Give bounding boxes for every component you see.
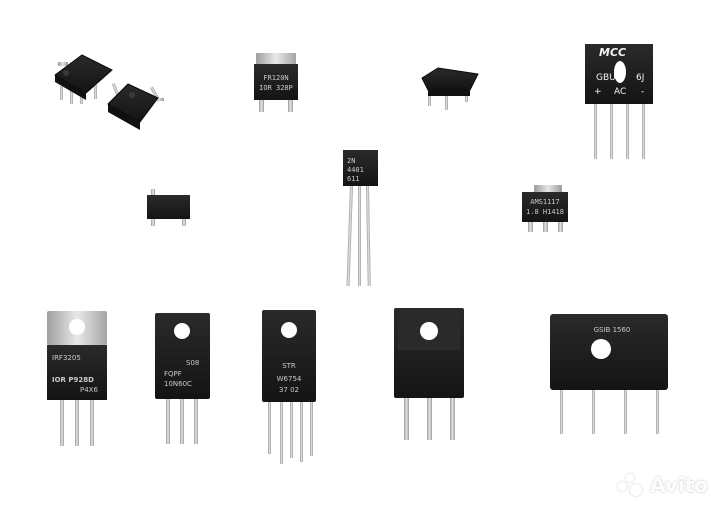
dpak-line1: FR120N (263, 74, 288, 82)
to220f-line3: 10N60C (164, 380, 192, 388)
to220-line3: P4X6 (80, 386, 98, 394)
to247-transistor (394, 308, 464, 440)
sot23-transistor (147, 189, 190, 226)
to220f-line1: S08 (186, 359, 199, 367)
gsib-marking: GSIB 1560 (594, 326, 631, 334)
to220f-line2: FQPF (164, 370, 182, 378)
str-line1: STR (282, 362, 296, 370)
gbu-plus: + (594, 87, 602, 97)
to92-line3: 611 (347, 175, 360, 183)
avito-watermark: Avito (618, 473, 708, 497)
dip8-chip-back (54, 54, 113, 104)
str-w6754-regulator: STR W6754 37 02 (262, 310, 316, 464)
avito-logo-icon (618, 474, 644, 496)
gbu-minus: - (641, 87, 644, 97)
to220-part-number: IRF3205 (52, 354, 81, 362)
dpak-mosfet: FR120N IOR 328P (254, 53, 298, 112)
sot223-line2: 1.8 H1418 (526, 208, 564, 216)
mini-bridge-chip (421, 67, 479, 110)
gbu-type: GBU (596, 73, 616, 83)
sot223-line1: AMS1117 (530, 198, 560, 206)
avito-watermark-text: Avito (650, 473, 708, 497)
to92-line2: 4401 (347, 166, 364, 174)
to92-transistor: 2N 4401 611 (343, 150, 378, 287)
to220-mosfet: IRF3205 IOR P928D P4X6 (47, 311, 107, 446)
gbu-ac: AC (614, 87, 626, 97)
str-line3: 37 02 (279, 386, 299, 394)
gbu-brand: MCC (599, 46, 626, 59)
str-line2: W6754 (277, 375, 302, 383)
to92-line1: 2N (347, 157, 355, 165)
gbu-bridge-rectifier: MCC GBU 6J + AC - (585, 44, 653, 159)
gsib-bridge-rectifier: GSIB 1560 (550, 314, 668, 434)
sot223-regulator: AMS1117 1.8 H1418 (522, 185, 568, 232)
gbu-grade: 6J (636, 73, 644, 83)
dip8-chip-front (107, 82, 164, 130)
to220f-igbt: S08 FQPF 10N60C (155, 313, 210, 444)
to220-line2: IOR P928D (52, 376, 94, 384)
dpak-line2: IOR 328P (259, 84, 293, 92)
